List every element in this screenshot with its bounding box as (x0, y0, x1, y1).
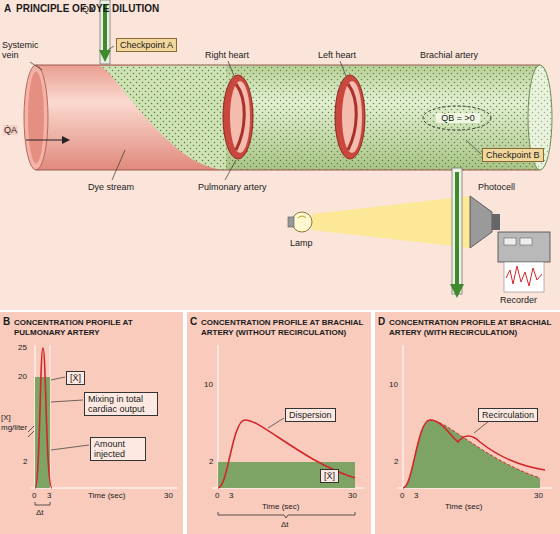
axis-value: 10 (389, 380, 398, 390)
axis-value: 3 (47, 491, 51, 501)
axis-value: 0 (215, 491, 219, 501)
axis-title: Time (sec) (88, 491, 125, 501)
part-label: Right heart (205, 50, 249, 60)
axis-value: 10 (204, 380, 213, 390)
panel-title: CONCENTRATION PROFILE AT BRACHIAL ARTERY… (201, 318, 366, 338)
interval-label: Δt (36, 508, 44, 518)
part-label: Systemic vein (2, 40, 46, 60)
part-label: Pulmonary artery (198, 182, 267, 192)
flow-symbol: Q̇X (82, 4, 95, 14)
callout-box: [X̄] (66, 371, 85, 385)
part-label: Brachial artery (420, 50, 478, 60)
panel-letter: A (4, 3, 11, 14)
axis-value: 30 (348, 491, 357, 501)
axis-value: 25 (18, 343, 27, 353)
callout-box: Amount injected (90, 437, 146, 461)
axis-value: 20 (18, 372, 27, 382)
flow-symbol: Q̇B = >0 (436, 113, 480, 123)
part-label: Dye stream (88, 182, 134, 192)
panel-title: CONCENTRATION PROFILE AT BRACHIAL ARTERY… (389, 318, 554, 338)
node-text: [X̄] (70, 373, 81, 383)
part-label: Recorder (500, 295, 537, 305)
part-label: Photocell (478, 182, 515, 192)
axis-value: 2 (394, 457, 398, 467)
checkpoint-box: Checkpoint B (482, 148, 544, 162)
node-text: Checkpoint B (486, 150, 540, 160)
node-text: Dispersion (289, 410, 332, 420)
node-text: Amount injected (94, 439, 142, 459)
axis-value: 30 (534, 491, 543, 501)
axis-value: 2 (209, 457, 213, 467)
node-text: [X̄] (324, 471, 335, 481)
panel-letter: D (378, 316, 385, 327)
panel-letter: B (3, 316, 10, 327)
part-label: Lamp (290, 238, 313, 248)
axis-value: 3 (229, 491, 233, 501)
callout-box: Recirculation (478, 408, 538, 422)
axis-title: Time (sec) (445, 502, 482, 512)
axis-value: 3 (414, 491, 418, 501)
axis-value: 0 (400, 491, 404, 501)
panel-title: CONCENTRATION PROFILE AT PULMONARY ARTER… (14, 318, 179, 338)
axis-title: Time (sec) (262, 502, 299, 512)
part-label: Left heart (318, 50, 356, 60)
node-text: Recirculation (482, 410, 534, 420)
node-text: Checkpoint A (120, 40, 173, 50)
axis-title: [X] mg/liter (1, 413, 31, 433)
callout-box: [X̄] (320, 469, 339, 483)
node-text: Mixing in total cardiac output (88, 394, 154, 414)
axis-value: 30 (164, 491, 173, 501)
checkpoint-box: Checkpoint A (116, 38, 177, 52)
axis-value: 2 (23, 457, 27, 467)
interval-label: Δt (281, 520, 289, 530)
axis-value: 0 (32, 491, 36, 501)
callout-box: Mixing in total cardiac output (84, 392, 158, 416)
callout-box: Dispersion (285, 408, 336, 422)
flow-symbol: Q̇A (3, 125, 18, 135)
panel-letter: C (190, 316, 197, 327)
